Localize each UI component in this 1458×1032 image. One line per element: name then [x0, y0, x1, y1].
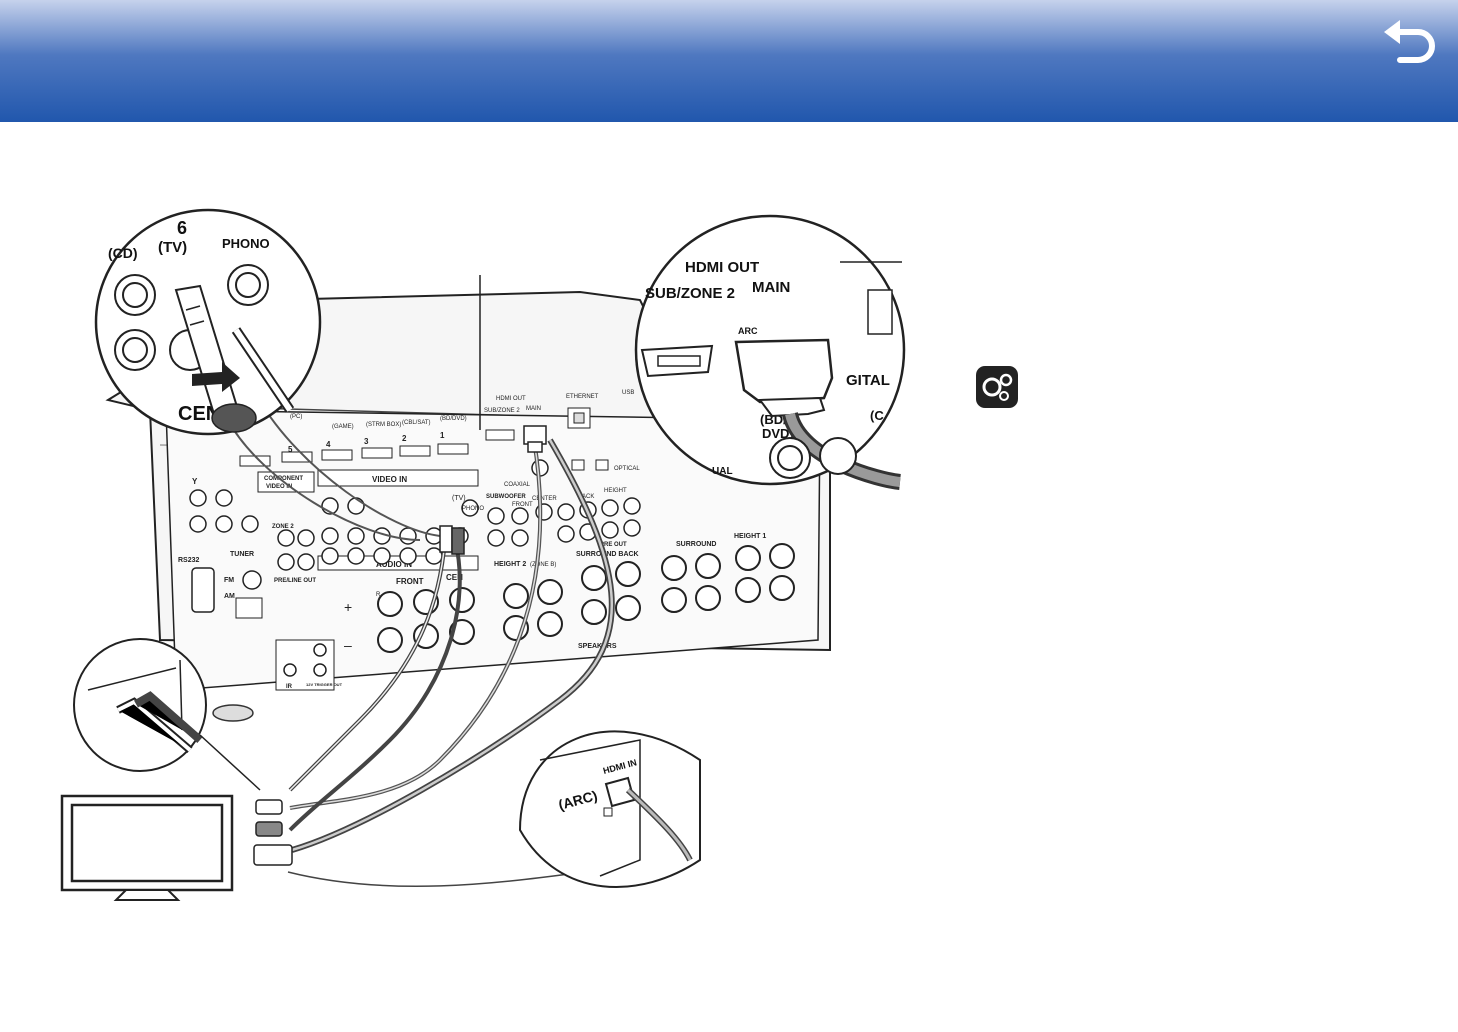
label-zone-b: (ZONE B)	[530, 562, 556, 568]
zoom-label-ual: UAL	[712, 466, 733, 477]
label-pre-out: PRE OUT	[600, 542, 627, 548]
label-audio-in: AUDIO IN	[376, 560, 412, 569]
label-cblsat: (CBL/SAT)	[402, 420, 431, 426]
connection-diagram: (PC) (GAME) (STRM BOX) (CBL/SAT) (BD/DVD…	[60, 208, 1018, 901]
label-rs232: RS232	[178, 557, 200, 564]
zoom-label-digital: GITAL	[846, 372, 890, 389]
zoom-label-arc: ARC	[738, 326, 758, 336]
label-usb: USB	[622, 390, 634, 396]
return-arrow-icon	[1384, 20, 1435, 63]
back-button[interactable]	[1378, 18, 1438, 72]
label-height1: HEIGHT 1	[734, 533, 766, 540]
zoom-label-main: MAIN	[752, 279, 790, 296]
label-component: COMPONENT	[264, 476, 303, 482]
label-center-small: CENTER	[532, 496, 557, 502]
header-bar	[0, 0, 1458, 122]
label-subzone-small: SUB/ZONE 2	[484, 408, 520, 414]
label-height2: HEIGHT 2	[494, 561, 526, 568]
label-phono-small: PHONO	[462, 506, 484, 512]
label-video-in: VIDEO IN	[372, 475, 407, 484]
zoom-right-hdmi-out: HDMI OUT SUB/ZONE 2 MAIN ARC (BD/ DVD) G…	[634, 214, 906, 490]
label-back: BACK	[578, 494, 594, 500]
label-optical: OPTICAL	[614, 466, 640, 472]
label-coaxial: COAXIAL	[504, 482, 531, 488]
zoom-label-tv: (TV)	[158, 239, 187, 256]
label-ir: IR	[286, 684, 293, 690]
zoom-label-6: 6	[177, 218, 187, 238]
label-tv-small: (TV)	[452, 495, 466, 502]
zoom-label-coax: (C	[870, 408, 884, 423]
zoom-label-sub-zone2: SUB/ZONE 2	[645, 285, 735, 302]
label-subwoofer: SUBWOOFER	[486, 494, 526, 500]
ir-trigger-block: IR 12V TRIGGER OUT	[275, 639, 343, 691]
label-zone2: ZONE 2	[272, 524, 294, 530]
label-surround: SURROUND	[676, 541, 716, 548]
label-surround-back: SURROUND BACK	[576, 551, 639, 558]
label-ethernet: ETHERNET	[566, 394, 599, 400]
label-cen: CEN	[446, 573, 463, 582]
label-video-in2: VIDEO IN	[266, 484, 292, 490]
label-n3: 3	[364, 437, 369, 446]
label-r: R	[376, 592, 381, 598]
label-tuner: TUNER	[230, 551, 254, 558]
label-hdmi-out-small: HDMI OUT	[496, 396, 526, 402]
label-fm: FM	[224, 577, 234, 584]
video-input-block: VIDEO IN COMPONENT VIDEO IN Y (TV) PHONO	[189, 469, 484, 533]
label-pc: (PC)	[290, 414, 302, 420]
label-front-small: FRONT	[512, 502, 533, 508]
label-height-small: HEIGHT	[604, 488, 627, 494]
label-plus: +	[344, 599, 352, 615]
digital-preout-block: COAXIAL OPTICAL SUBWOOFER FRONT CENTER B…	[486, 459, 641, 548]
zoom-label-phono: PHONO	[222, 236, 270, 251]
tv-illustration	[60, 794, 234, 901]
label-front: FRONT	[396, 577, 424, 586]
zoom-label-cd: (CD)	[108, 245, 138, 261]
gear-icon	[976, 366, 1018, 408]
label-am: AM	[224, 593, 235, 600]
rs232-tuner-block: RS232 TUNER FM AM	[178, 551, 263, 619]
label-y: Y	[192, 477, 198, 486]
hdmi-input-row: (PC) (GAME) (STRM BOX) (CBL/SAT) (BD/DVD…	[239, 390, 634, 467]
label-preline-out: PRE/LINE OUT	[274, 578, 316, 584]
zoom-tv-hdmi-in: (ARC) HDMI IN	[518, 730, 701, 889]
audio-input-block: AUDIO IN ZONE 2 PRE/LINE OUT	[272, 524, 479, 584]
label-minus: –	[344, 637, 352, 653]
label-strm: (STRM BOX)	[366, 422, 401, 428]
label-bddvd: (BD/DVD)	[440, 416, 467, 422]
label-n2: 2	[402, 434, 407, 443]
label-main-small: MAIN	[526, 406, 541, 412]
zoom-label-dvd: DVD)	[762, 426, 794, 441]
zoom-left-rca-input: 6 (TV) PHONO (CD) CENT	[94, 208, 322, 436]
label-n1: 1	[440, 431, 445, 440]
zoom-tv-audio-out	[73, 638, 261, 791]
label-trigger: 12V TRIGGER OUT	[306, 682, 343, 687]
label-speakers: SPEAKERS	[578, 643, 617, 650]
label-game: (GAME)	[332, 424, 354, 430]
label-n4: 4	[326, 440, 331, 449]
speaker-terminals: FRONT CEN HEIGHT 2 (ZONE B) SURROUND BAC…	[344, 533, 795, 653]
zoom-label-hdmi-out: HDMI OUT	[685, 259, 759, 276]
label-n5: 5	[288, 445, 293, 454]
